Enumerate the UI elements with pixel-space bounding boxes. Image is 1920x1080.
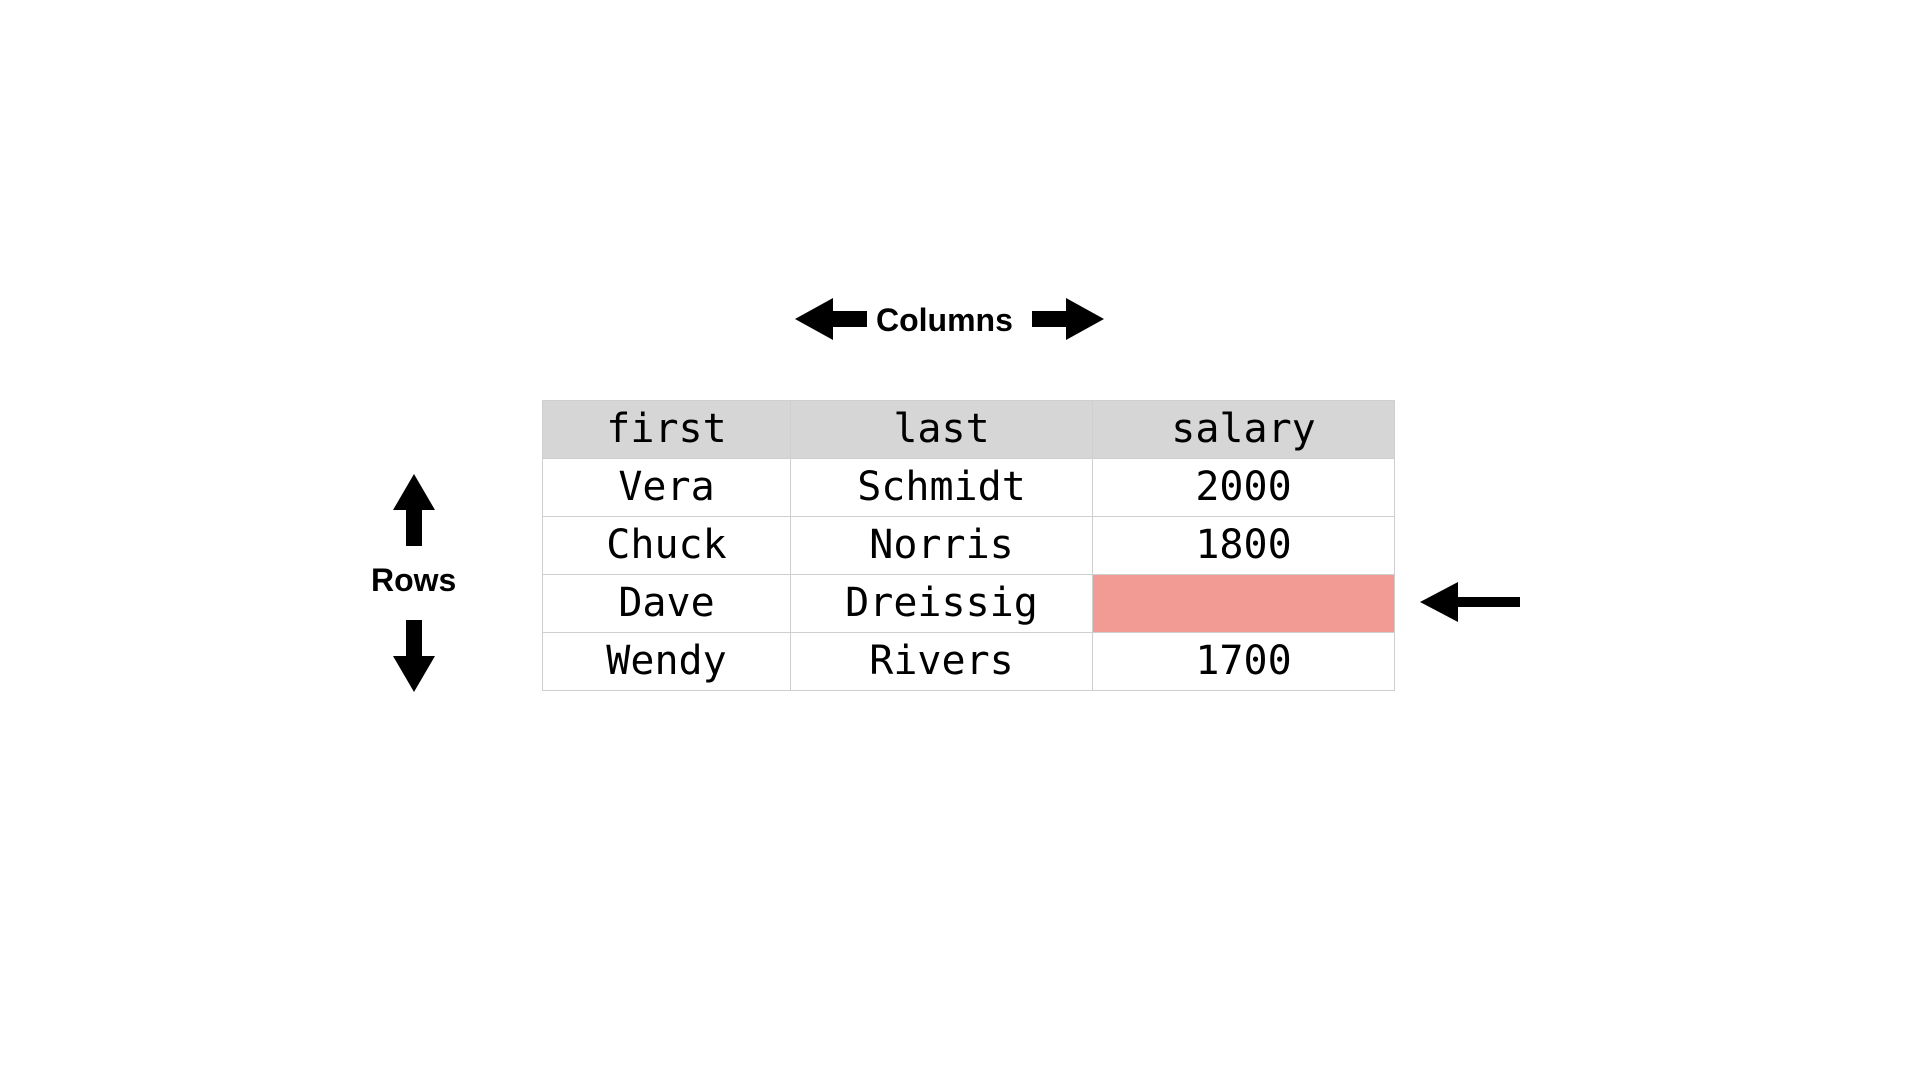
column-header-first: first xyxy=(542,400,791,459)
column-header-salary: salary xyxy=(1092,400,1395,459)
cell-first: Dave xyxy=(542,574,791,633)
table-row: Chuck Norris 1800 xyxy=(542,516,1395,575)
cell-last: Norris xyxy=(790,516,1093,575)
cell-salary: 1800 xyxy=(1092,516,1395,575)
missing-salary-cell xyxy=(1092,574,1395,633)
rows-label: Rows xyxy=(371,562,457,598)
columns-right-arrow-icon xyxy=(1032,298,1104,340)
column-header-last: last xyxy=(790,400,1093,459)
cell-last: Rivers xyxy=(790,632,1093,691)
cell-last: Schmidt xyxy=(790,458,1093,517)
table-header-row: first last salary xyxy=(542,400,1395,459)
cell-salary: 1700 xyxy=(1092,632,1395,691)
cell-salary: 2000 xyxy=(1092,458,1395,517)
data-table: first last salary Vera Schmidt 2000 Chuc… xyxy=(542,400,1395,691)
cell-first: Vera xyxy=(542,458,791,517)
cell-first: Chuck xyxy=(542,516,791,575)
cell-first: Wendy xyxy=(542,632,791,691)
columns-left-arrow-icon xyxy=(795,298,867,340)
table-row: Dave Dreissig xyxy=(542,574,1395,633)
table-row: Wendy Rivers 1700 xyxy=(542,632,1395,691)
table-row: Vera Schmidt 2000 xyxy=(542,458,1395,517)
rows-up-arrow-icon xyxy=(393,474,435,546)
cell-last: Dreissig xyxy=(790,574,1093,633)
rows-down-arrow-icon xyxy=(393,620,435,692)
columns-label: Columns xyxy=(876,302,1013,338)
missing-value-pointer-arrow-icon xyxy=(1420,582,1520,622)
